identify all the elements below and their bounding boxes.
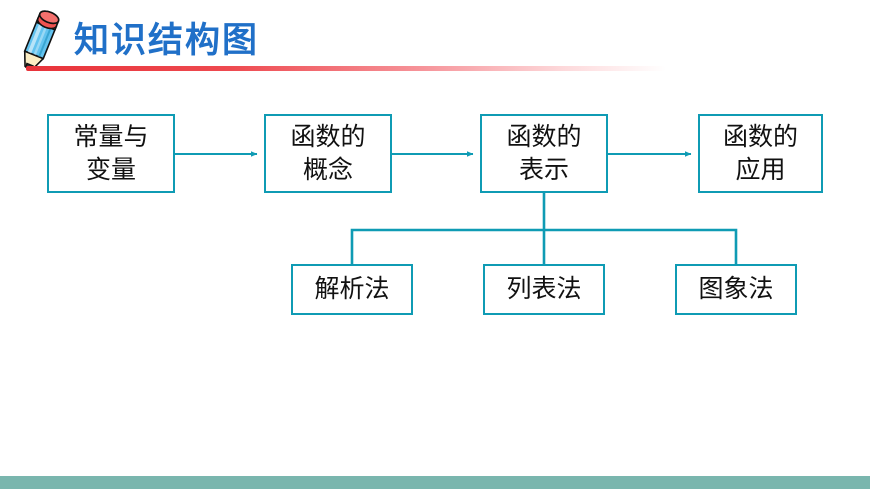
node-analytic-method[interactable]: 解析法 xyxy=(291,264,413,315)
node-graph-method[interactable]: 图象法 xyxy=(675,264,797,315)
edge-elbow-right xyxy=(544,228,738,264)
node-function-representation[interactable]: 函数的 表示 xyxy=(480,114,608,193)
node-constants-variables[interactable]: 常量与 变量 xyxy=(47,114,175,193)
footer-bar xyxy=(0,476,870,489)
page-title: 知识结构图 xyxy=(74,21,260,60)
pencil-icon xyxy=(12,8,68,72)
node-table-method[interactable]: 列表法 xyxy=(483,264,605,315)
edge-elbow-left xyxy=(350,228,544,264)
slide-header: 知识结构图 xyxy=(0,0,870,80)
node-function-application[interactable]: 函数的 应用 xyxy=(698,114,823,193)
title-underline xyxy=(26,66,666,71)
node-function-concept[interactable]: 函数的 概念 xyxy=(264,114,392,193)
